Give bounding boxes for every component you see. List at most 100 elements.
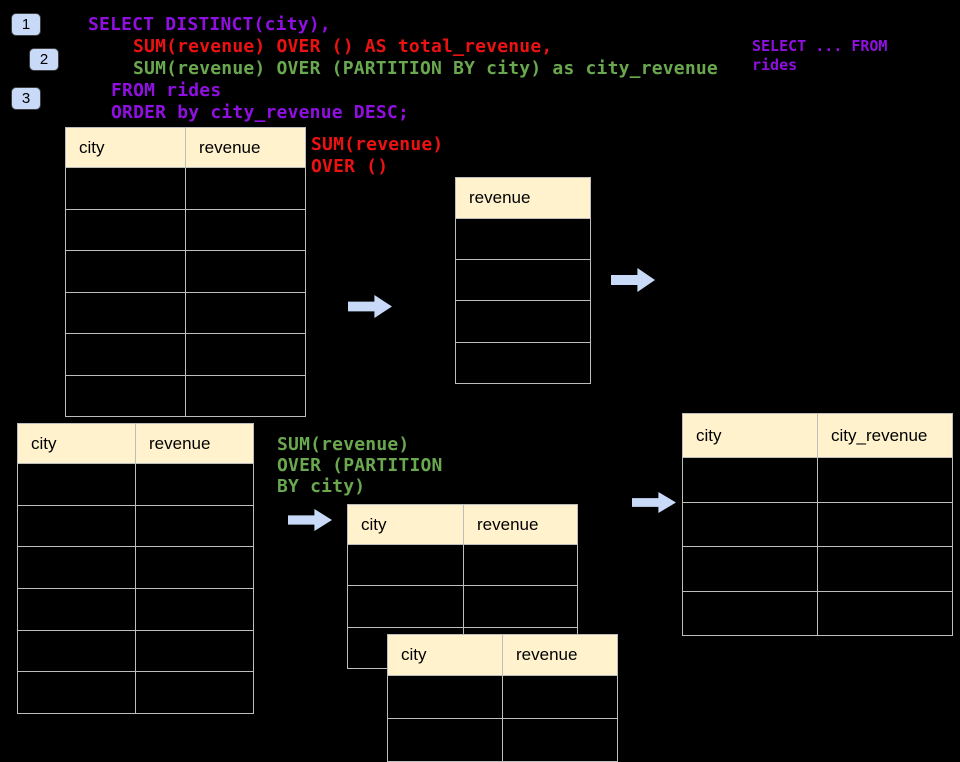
empty-cell	[817, 590, 953, 636]
table-row	[17, 463, 254, 506]
empty-cell	[682, 501, 818, 547]
sql-line-sum-total: SUM(revenue) OVER () AS total_revenue,	[133, 36, 553, 57]
empty-cell	[135, 588, 254, 631]
slide-canvas: { "colors": { "background": "#000000", "…	[11, 13, 953, 762]
empty-cell	[65, 333, 186, 376]
empty-cell	[185, 291, 306, 334]
empty-cell	[502, 718, 618, 762]
empty-cell	[347, 543, 464, 587]
empty-cell	[65, 167, 186, 210]
step-badge-3-label: 3	[21, 90, 31, 107]
empty-cell	[17, 504, 136, 548]
empty-cell	[455, 341, 591, 384]
empty-cell	[135, 629, 254, 673]
step-badge-2: 2	[29, 48, 59, 71]
empty-cell	[682, 590, 818, 636]
step-badge-2-label: 2	[39, 51, 49, 68]
sql-line-order: ORDER by city_revenue DESC;	[111, 102, 409, 123]
empty-cell	[455, 300, 591, 343]
step-badge-3: 3	[11, 87, 41, 110]
table-final-result: city city_revenue	[682, 413, 953, 636]
empty-cell	[135, 504, 254, 548]
empty-cell	[463, 585, 578, 628]
table-row	[65, 167, 306, 210]
label-total-window-line1: SUM(revenue)	[311, 134, 444, 155]
right-arrow-icon	[348, 295, 392, 318]
table-partition-overlap-header-city: city	[387, 634, 503, 676]
empty-cell	[817, 457, 953, 503]
empty-cell	[682, 457, 818, 503]
table-row	[682, 457, 953, 503]
table-row	[17, 671, 254, 715]
empty-cell	[135, 546, 254, 590]
empty-cell	[17, 588, 136, 631]
table-row	[17, 629, 254, 673]
table-partition-mid-header-revenue: revenue	[463, 504, 578, 545]
step-badge-1-label: 1	[21, 16, 31, 33]
table-final-result-header-city: city	[682, 413, 818, 458]
table-row	[17, 588, 254, 631]
label-partition-window-line3: BY city)	[277, 476, 366, 497]
step-badge-1: 1	[11, 13, 41, 36]
right-arrow-icon	[611, 268, 655, 292]
empty-cell	[502, 675, 618, 719]
empty-cell	[463, 543, 578, 587]
empty-cell	[65, 250, 186, 293]
table-row	[65, 208, 306, 251]
label-total-window-line2: OVER ()	[311, 156, 389, 177]
table-row	[455, 341, 591, 384]
empty-cell	[455, 217, 591, 261]
table-row	[682, 501, 953, 547]
table-partition-overlap-header-revenue: revenue	[502, 634, 618, 676]
empty-cell	[135, 671, 254, 715]
table-source-top: city revenue	[65, 127, 306, 417]
table-total-result: revenue	[455, 177, 591, 384]
table-partition-overlap: city revenue	[387, 634, 618, 762]
table-row	[347, 585, 578, 628]
empty-cell	[17, 629, 136, 673]
table-source-top-header-city: city	[65, 127, 186, 168]
empty-cell	[185, 374, 306, 417]
table-partition-mid-header-city: city	[347, 504, 464, 545]
table-row	[682, 590, 953, 636]
empty-cell	[347, 585, 464, 628]
table-row	[17, 504, 254, 548]
empty-cell	[817, 546, 953, 592]
label-partition-window-line1: SUM(revenue)	[277, 434, 410, 455]
side-note-line2: rides	[752, 56, 798, 74]
empty-cell	[387, 718, 503, 762]
table-final-result-header-city-revenue: city_revenue	[817, 413, 953, 458]
table-row	[455, 300, 591, 343]
side-note-line1: SELECT ... FROM	[752, 37, 888, 55]
empty-cell	[17, 546, 136, 590]
sql-line-sum-partition: SUM(revenue) OVER (PARTITION BY city) as…	[133, 58, 718, 79]
table-row	[17, 546, 254, 590]
table-row	[387, 718, 618, 762]
table-source-bottom: city revenue	[17, 423, 254, 715]
empty-cell	[185, 167, 306, 210]
right-arrow-icon	[288, 509, 332, 531]
empty-cell	[682, 546, 818, 592]
empty-cell	[455, 259, 591, 302]
empty-cell	[185, 333, 306, 376]
sql-line-from: FROM rides	[111, 80, 222, 101]
empty-cell	[135, 463, 254, 506]
empty-cell	[65, 208, 186, 251]
table-total-result-header-revenue: revenue	[455, 177, 591, 219]
table-source-bottom-header-revenue: revenue	[135, 423, 254, 464]
table-row	[455, 217, 591, 261]
empty-cell	[817, 501, 953, 547]
empty-cell	[17, 463, 136, 506]
table-row	[387, 675, 618, 719]
empty-cell	[65, 291, 186, 334]
empty-cell	[387, 675, 503, 719]
table-row	[65, 333, 306, 376]
table-row	[65, 374, 306, 417]
table-row	[65, 291, 306, 334]
table-source-bottom-header-city: city	[17, 423, 136, 464]
empty-cell	[17, 671, 136, 715]
empty-cell	[185, 208, 306, 251]
sql-line-select: SELECT DISTINCT(city),	[88, 14, 331, 35]
table-row	[455, 259, 591, 302]
empty-cell	[185, 250, 306, 293]
